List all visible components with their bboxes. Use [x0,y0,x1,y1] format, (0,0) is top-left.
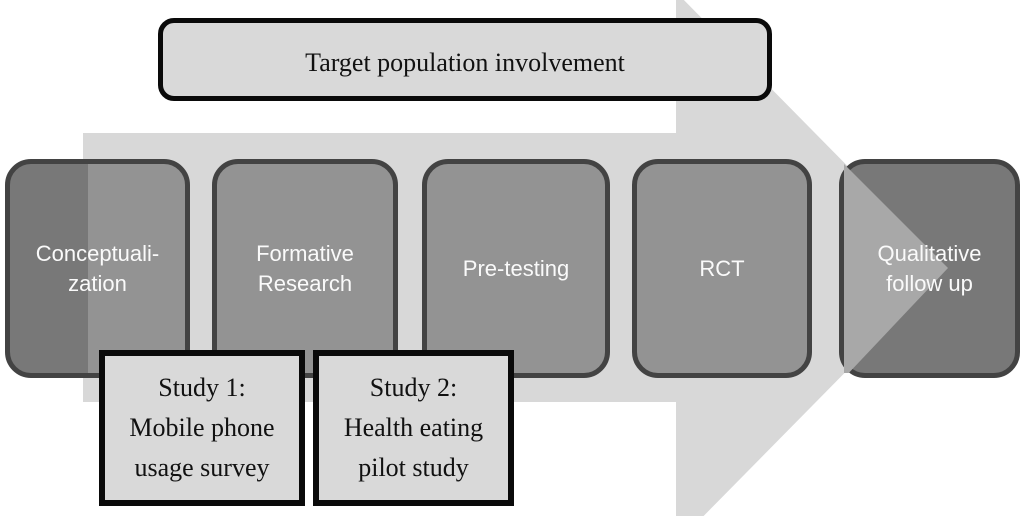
stage-label-line: Formative [256,240,354,266]
stage-box-formative-research: Formative Research [212,159,398,378]
target-population-banner: Target population involvement [158,18,772,101]
study-1-box: Study 1: Mobile phone usage survey [99,350,305,506]
study-label-line: Study 1: [158,373,246,402]
stage-label-line: Research [257,270,353,296]
stage-box-rct: RCT [632,159,812,378]
stage-label-line: Pre-testing [462,255,570,281]
stage-box-conceptualization: Conceptuali- zation [5,159,190,378]
stage-label-line: Qualitative [877,240,982,266]
stage-label-line: zation [68,270,127,296]
stage-box-qualitative-follow-up: Qualitative follow up [839,159,1020,378]
study-label-line: Health eating [343,413,484,442]
study-label-line: Study 2: [369,373,458,402]
study-2-box: Study 2: Health eating pilot study [313,350,514,506]
stage-label-line: Conceptuali- [35,240,160,266]
stage-label-line: follow up [886,270,973,296]
study-label-line: pilot study [358,453,469,482]
stage-box-pre-testing: Pre-testing [422,159,610,378]
stage-label-line: RCT [699,255,745,281]
banner-label: Target population involvement [305,47,625,77]
study-label-line: Mobile phone [129,413,275,442]
study-label-line: usage survey [134,453,270,482]
